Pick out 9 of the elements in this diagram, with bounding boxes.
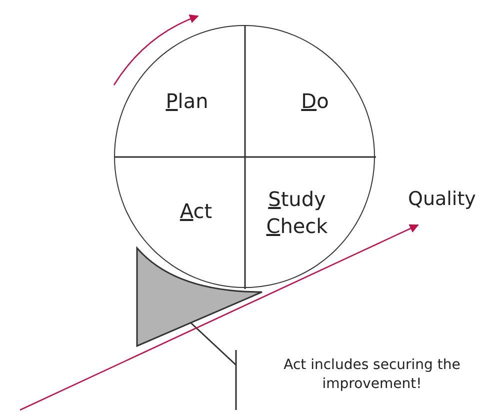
quadrant-label: Study Check	[253, 186, 341, 240]
quadrant-label: Plan	[145, 88, 229, 115]
quadrant-label: Do	[275, 88, 355, 115]
note-text: Act includes securing the improvement!	[262, 356, 482, 394]
leader-line	[190, 322, 237, 411]
quadrant-label: Act	[157, 198, 235, 225]
axis-label: Quality	[408, 188, 476, 210]
wheel-circle	[114, 25, 375, 288]
wedge-shape	[136, 247, 263, 347]
